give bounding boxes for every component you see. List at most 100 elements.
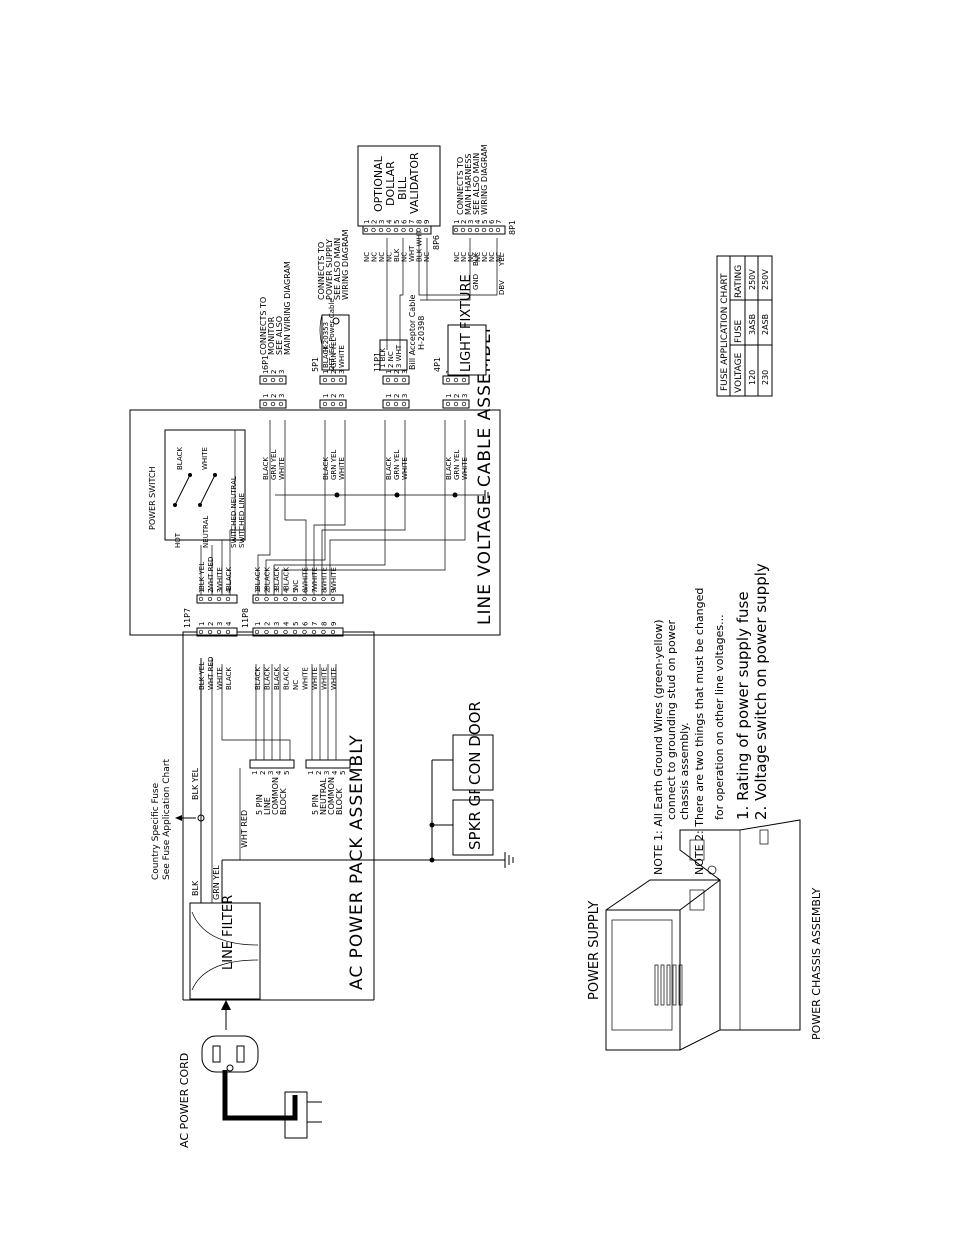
p86-pin — [401, 227, 406, 233]
p8-pin-number: 8 — [321, 622, 329, 626]
p86-pin — [423, 227, 429, 233]
p86-wire-label: NC — [371, 252, 379, 262]
p5-out-wire: GRN YEL — [330, 338, 338, 368]
svg-text:NEUTRAL: NEUTRAL — [319, 778, 328, 815]
p8-wire-in-label: WHITE — [311, 667, 319, 690]
p7-pin — [198, 596, 204, 602]
line-voltage-cable-assembly: LINE VOLTAGE CABLE ASSEMBLY POWER SWITCH… — [129, 324, 501, 636]
p86-pin — [386, 227, 391, 233]
p81-pin-number: 1 — [453, 220, 461, 224]
p7-pin-number: 2 — [207, 589, 215, 593]
neutral-block-pin: 3 — [323, 771, 331, 775]
out-pin-number: 3 — [338, 394, 346, 398]
p81-wire-label: NC — [453, 252, 461, 262]
p8-pin-number: 3 — [273, 622, 281, 626]
p8-wire-in-label: NC — [292, 680, 300, 690]
power-supply-label: POWER SUPPLY — [587, 901, 602, 1000]
out-wire-label: GRN YEL — [330, 450, 338, 480]
p8-pin-number: 8 — [321, 589, 329, 593]
line-block-pin: 2 — [259, 771, 267, 775]
out-pin — [278, 401, 284, 407]
out-wire-label: WHITE — [461, 457, 469, 480]
p7-pin-number: 4 — [225, 588, 233, 593]
cord-cable — [222, 1070, 298, 1121]
svg-text:DOLLAR: DOLLAR — [384, 161, 397, 206]
out-pin-number: 3 — [401, 370, 409, 374]
p8-pin — [311, 629, 317, 635]
svg-text:11P8: 11P8 — [241, 608, 250, 628]
out-pin — [330, 401, 336, 407]
note2-line1: NOTE 2: There are two things that must b… — [693, 588, 706, 875]
out-pin-number: 3 — [401, 394, 409, 398]
vent-slot — [666, 964, 671, 1006]
svg-text:8P1: 8P1 — [508, 220, 517, 235]
bill-validator-box — [357, 145, 441, 227]
svg-text:BLOCK: BLOCK — [335, 787, 344, 815]
svg-text:H-20353: H-20353 — [322, 322, 330, 352]
coin-door — [452, 734, 494, 791]
out-pin — [453, 377, 459, 383]
power-switch-label: POWER SWITCH — [148, 466, 157, 530]
out-pin — [461, 377, 467, 383]
svg-text:GND: GND — [472, 274, 480, 290]
note1-line1: NOTE 1: All Earth Ground Wires (green-ye… — [652, 619, 665, 875]
p7-wire-label: BLACK — [225, 567, 233, 590]
svg-text:BLK: BLK — [472, 252, 480, 266]
out-pin — [270, 377, 276, 383]
out-pin-number: 3 — [278, 394, 286, 398]
p86-pin-number: 3 — [378, 220, 386, 224]
p8-pin — [273, 629, 279, 635]
p7-pin — [207, 629, 213, 635]
svg-text:8P6: 8P6 — [432, 235, 441, 250]
fuse-chart-cell: 120 — [748, 370, 757, 385]
p7-pin-number: 2 — [207, 622, 215, 626]
fuse-chart-cell: 250V — [748, 269, 757, 290]
svg-text:YEL: YEL — [498, 253, 506, 267]
p8-wire-out-label: WHITE — [311, 567, 319, 590]
p7-pin-number: 4 — [225, 621, 233, 626]
svg-text:SEE ALSO: SEE ALSO — [275, 316, 284, 355]
p86-pin-number: 1 — [363, 220, 371, 224]
svg-text:OPTIONAL: OPTIONAL — [372, 155, 385, 212]
power-switch-box — [164, 429, 246, 541]
p8-wire-in-label: WHITE — [330, 667, 338, 690]
svg-text:See Fuse Application Chart: See Fuse Application Chart — [162, 759, 172, 880]
p8-wire-out-label: BLACK — [283, 567, 291, 590]
p11-out-wire: 1 BLK — [379, 348, 387, 368]
out-wire-label: WHITE — [338, 457, 346, 480]
p8-wire-out-label: WHITE — [321, 567, 329, 590]
p8-pin-number: 3 — [273, 589, 281, 593]
out-pin — [262, 377, 268, 383]
light-fixture — [447, 324, 487, 376]
line-filter — [189, 902, 261, 1000]
p86-pin-number: 2 — [371, 220, 379, 224]
svg-text:WIRING DIAGRAM: WIRING DIAGRAM — [480, 144, 489, 215]
svg-text:H-20398: H-20398 — [417, 316, 426, 350]
p8-pin-number: 2 — [264, 622, 272, 626]
p8-wire-in-label: BLACK — [254, 667, 262, 690]
p86-pin-number: 5 — [393, 220, 401, 224]
p8-pin-number: 6 — [302, 621, 310, 626]
p81-pin — [453, 227, 459, 233]
note2-line4: 2. Voltage switch on power supply — [752, 563, 770, 820]
out-pin — [322, 401, 328, 407]
p7-pin — [207, 596, 213, 602]
p7-wire-label: BLACK — [225, 667, 233, 690]
p86-wire-label: WHT — [408, 245, 416, 262]
fuse-symbol — [197, 814, 205, 822]
fuse-chart-header: FUSE — [734, 320, 744, 343]
out-pin — [385, 401, 391, 407]
fuse-chart-cell: 3ASB — [748, 314, 757, 335]
out-pin-number: 1 — [385, 394, 393, 398]
out-pin-number: 3 — [461, 394, 469, 398]
p8-pin — [302, 629, 307, 635]
out-pin-number: 3 — [278, 370, 286, 374]
p7-pin — [216, 629, 222, 635]
svg-text:5 PIN: 5 PIN — [255, 794, 264, 815]
p86-wire-label: NC — [378, 252, 386, 262]
svg-text:CONNECTS TO: CONNECTS TO — [259, 297, 268, 355]
out-wire-label: BLACK — [262, 457, 270, 480]
